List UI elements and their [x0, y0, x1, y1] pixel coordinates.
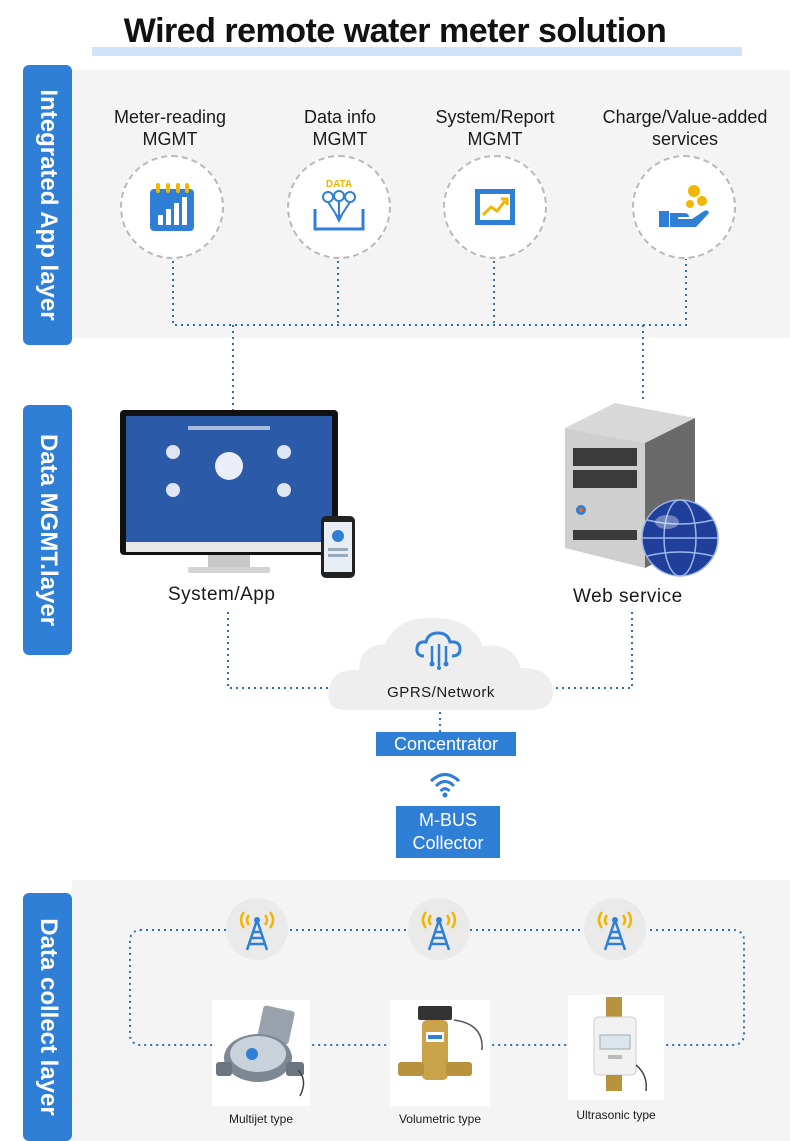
system-to-cloud	[227, 612, 330, 689]
ultrasonic-meter-image	[593, 997, 648, 1092]
server-illustration	[565, 403, 719, 577]
data-flow-icon: DATA	[313, 179, 365, 231]
layer-label-app: Integrated App layer	[34, 89, 62, 321]
signal-tower-icon	[597, 911, 633, 951]
data-icon-text: DATA	[326, 179, 352, 190]
mbus-collector-box: M-BUS Collector	[396, 806, 500, 858]
cloud-shape	[328, 617, 553, 710]
volumetric-meter-card	[390, 1000, 490, 1106]
web-service-label: Web service	[573, 586, 683, 607]
ultrasonic-label: Ultrasonic type	[576, 1108, 656, 1122]
mbus-line2: Collector	[412, 833, 484, 853]
title-underline	[92, 47, 742, 56]
layer-label-mgmt: Data MGMT.layer	[34, 433, 62, 627]
service-circle-data-info: DATA	[287, 155, 391, 259]
multijet-meter-card	[212, 1000, 310, 1106]
volumetric-meter-image	[398, 1006, 483, 1080]
multijet-meter-image	[216, 1005, 305, 1097]
hand-coins-icon	[659, 185, 709, 227]
cloud-label: GPRS/Network	[387, 684, 495, 701]
calendar-bar-chart-icon	[150, 183, 194, 231]
wifi-icon	[429, 773, 461, 798]
app-connector	[172, 255, 687, 326]
tower-circle-2	[408, 898, 470, 960]
ultrasonic-meter-card	[568, 995, 664, 1100]
mbus-line1: M-BUS	[419, 810, 477, 830]
concentrator-box: Concentrator	[376, 732, 516, 756]
service-circle-system-report	[443, 155, 547, 259]
layer-bar-collect: Data collect layer	[23, 893, 72, 1141]
cloud-network-icon	[415, 631, 462, 670]
service-circle-meter-reading	[120, 155, 224, 259]
web-to-cloud	[555, 612, 633, 689]
tower-circle-1	[226, 898, 288, 960]
page-title: Wired remote water meter solution	[123, 12, 667, 50]
system-app-label: System/App	[168, 584, 276, 605]
monitor-illustration	[120, 410, 355, 578]
signal-tower-icon	[421, 911, 457, 951]
volumetric-label: Volumetric type	[398, 1112, 482, 1126]
service-circle-charge	[632, 155, 736, 259]
layer-bar-app: Integrated App layer	[23, 65, 72, 345]
report-chart-icon	[475, 189, 515, 225]
multijet-label: Multijet type	[228, 1112, 294, 1126]
tower-circle-3	[584, 898, 646, 960]
layer-bar-mgmt: Data MGMT.layer	[23, 405, 72, 655]
layer-label-collect: Data collect layer	[34, 918, 62, 1116]
signal-tower-icon	[239, 911, 275, 951]
